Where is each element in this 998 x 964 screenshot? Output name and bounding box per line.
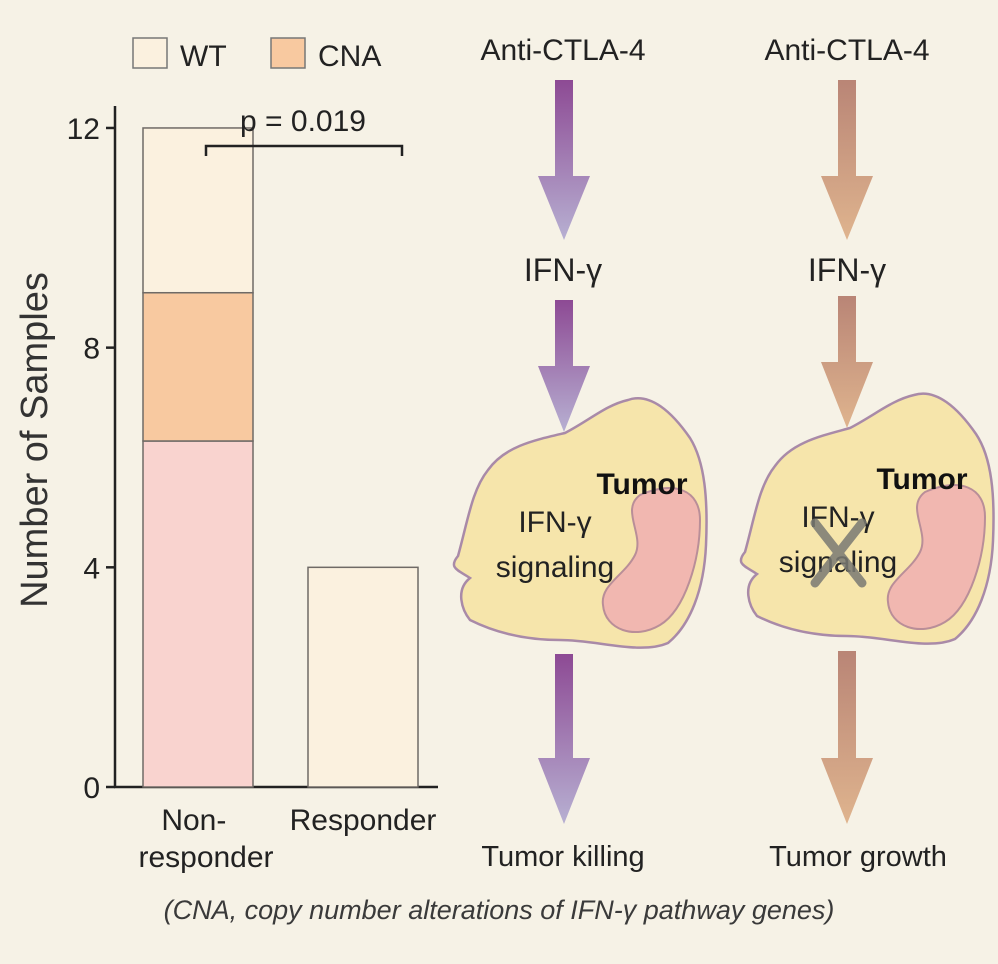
tumor-label-left: Tumor xyxy=(596,468,687,501)
outcome-label-left: Tumor killing xyxy=(481,841,644,873)
legend-swatch-wt xyxy=(132,37,168,69)
x-tick-label-nonresponder: Non- responder xyxy=(138,804,273,874)
arrow-icon xyxy=(538,80,590,240)
y-tick-label: 0 xyxy=(83,772,100,805)
pathway-right: Anti-CTLA-4 IFN-γ Tumor IFN-γ signaling … xyxy=(739,34,995,873)
arrow-icon xyxy=(538,654,590,824)
y-tick-label: 12 xyxy=(67,113,100,146)
arrow-icon xyxy=(821,651,873,824)
signaling-label-left-line2: signaling xyxy=(496,551,614,584)
legend-swatch-cna xyxy=(270,37,306,69)
signaling-label-left-line1: IFN-γ xyxy=(518,506,591,539)
y-axis-label: Number of Samples xyxy=(14,272,56,608)
blocked-x-icon xyxy=(810,518,867,588)
pathway-left: Anti-CTLA-4 IFN-γ Tumor IFN-γ signaling … xyxy=(452,34,708,873)
p-value-annotation: p = 0.019 xyxy=(240,105,366,138)
y-tick-label: 4 xyxy=(83,552,100,585)
bars xyxy=(142,127,419,788)
y-tick-label: 8 xyxy=(83,333,100,366)
footnote: (CNA, copy number alterations of IFN-γ p… xyxy=(163,895,835,925)
cytokine-label-right: IFN-γ xyxy=(808,252,886,288)
outcome-label-right: Tumor growth xyxy=(769,841,947,873)
legend: WT CNA xyxy=(132,37,381,73)
x-tick-label-responder: Responder xyxy=(290,804,437,837)
bar-segment xyxy=(307,566,419,788)
tumor-nucleus-shape xyxy=(601,487,702,634)
tumor-label-right: Tumor xyxy=(876,463,967,496)
bar-segment xyxy=(142,291,254,442)
bar-segment xyxy=(142,440,254,788)
arrow-icon xyxy=(538,300,590,432)
drug-label-right: Anti-CTLA-4 xyxy=(764,34,929,67)
arrow-icon xyxy=(821,80,873,240)
drug-label-left: Anti-CTLA-4 xyxy=(480,34,645,67)
bar-segment xyxy=(142,127,254,294)
y-ticks: 0 4 8 12 xyxy=(67,113,115,805)
significance-bracket xyxy=(204,144,404,156)
legend-label-cna: CNA xyxy=(318,40,381,73)
tumor-nucleus-shape xyxy=(886,484,987,631)
legend-label-wt: WT xyxy=(180,40,227,73)
bar-chart: WT CNA Number of Samples 0 4 8 12 Non- resp… xyxy=(14,37,438,874)
signaling-label-right-line1: IFN-γ xyxy=(801,501,874,534)
arrow-icon xyxy=(821,296,873,428)
cytokine-label-left: IFN-γ xyxy=(524,252,602,288)
